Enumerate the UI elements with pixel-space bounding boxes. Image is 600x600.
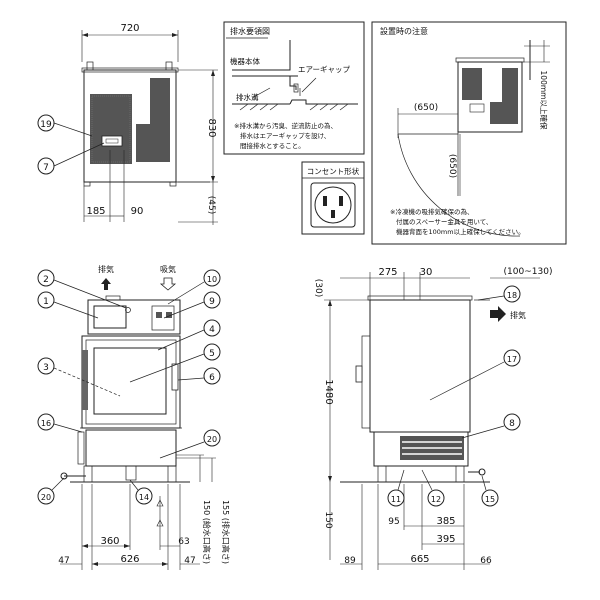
- side-dim-275: 275: [378, 267, 397, 278]
- side-dim-665: 665: [410, 554, 429, 565]
- top-left-offset-dim: 185: [86, 206, 105, 217]
- callout-20: 20: [207, 435, 217, 444]
- side-dim-spacer: (100~130): [504, 267, 553, 277]
- callout-7: 7: [43, 163, 49, 173]
- top-depth-dim: 830: [206, 118, 217, 137]
- install-dist-v: (650): [447, 154, 457, 178]
- side-dim-395: 395: [436, 534, 455, 545]
- side-callouts: 18 17 8 11 12 15: [387, 285, 521, 507]
- callout-18: 18: [507, 291, 517, 300]
- callout-5: 5: [209, 349, 215, 359]
- callout-15: 15: [485, 495, 495, 504]
- callout-13: 14: [139, 493, 149, 502]
- drain-note-1: ※排水溝から汚臭、逆流防止の為、: [234, 121, 337, 130]
- callout-10: 10: [207, 275, 217, 284]
- install-note-3: 機器背面を100mm以上確保してください。: [396, 227, 525, 236]
- install-note-1: ※冷凍機の吸排気確保の為、: [390, 207, 473, 216]
- callout-14: 16: [41, 419, 51, 428]
- top-view-body: [83, 69, 177, 183]
- drain-box-title: 排水要領図: [230, 26, 270, 36]
- airgap-label: エアーギャップ: [298, 65, 351, 74]
- drain-ditch-label: 排水溝: [236, 92, 259, 102]
- outlet-icon: [314, 186, 352, 224]
- callout-11: 11: [391, 495, 401, 504]
- top-view: 720 830 (45) 185 90: [37, 23, 218, 225]
- top-grille-left: [90, 94, 132, 164]
- install-dist-h: (650): [414, 103, 438, 113]
- install-clearance-label: 100mm以上確保: [539, 71, 549, 130]
- side-dim-89: 89: [344, 556, 356, 566]
- top-width-dim: 720: [120, 23, 139, 34]
- front-supply-height: 150 (給水口高さ): [202, 500, 212, 564]
- callout-3: 3: [43, 363, 49, 373]
- exhaust-arrow-icon: [101, 278, 111, 290]
- front-drain-height: 155 (排水口高さ): [221, 500, 231, 564]
- drain-unit-label: 機器本体: [230, 56, 260, 66]
- callout-16: 20: [41, 493, 51, 502]
- callout-19: 19: [40, 120, 52, 130]
- front-dim-63: 63: [178, 537, 189, 547]
- side-dim-66: 66: [480, 556, 492, 566]
- callout-6: 6: [209, 373, 215, 383]
- front-intake-label: 吸気: [160, 264, 176, 274]
- side-exhaust-arrow-icon: [490, 306, 506, 322]
- callout-9: 9: [209, 297, 215, 307]
- side-leg-height-dim: 150: [323, 511, 333, 528]
- side-dim-30: 30: [420, 267, 433, 278]
- front-exhaust-label: 排気: [98, 264, 114, 274]
- outlet-box-title: コンセント形状: [307, 166, 360, 176]
- install-notes-box: 設置時の注意 100mm以上確保 (650) (650) ※冷凍機の吸排気確保の…: [371, 21, 567, 245]
- side-dim-385: 385: [436, 516, 455, 527]
- callout-1: 1: [43, 297, 49, 307]
- callout-4: 4: [209, 325, 215, 335]
- front-callouts: 2 1 3 16 20 14 10 9 4 5 6 20: [37, 269, 221, 505]
- callout-2: 2: [43, 275, 49, 285]
- drain-method-box: 排水要領図 機器本体 エアーギャップ 排水溝 ※排水溝から汚臭、逆流防止の為、 …: [223, 21, 365, 155]
- top-depth-extra-dim: (45): [206, 196, 216, 214]
- top-grille-right: [136, 78, 170, 162]
- side-exhaust-label: 排気: [510, 310, 526, 320]
- side-dim-30-top: (30): [313, 279, 323, 297]
- callout-8: 8: [509, 419, 515, 429]
- callout-12: 12: [431, 495, 441, 504]
- drain-note-2: 排水はエアーギャップを設け、: [240, 131, 330, 140]
- front-view: 排気 吸気 150 (給水口高さ) 155 (排水口: [37, 264, 231, 570]
- side-height-dim: 1480: [323, 379, 334, 404]
- front-dim-width: 626: [120, 554, 139, 565]
- install-box-title: 設置時の注意: [380, 26, 428, 36]
- outlet-shape-box: コンセント形状: [301, 161, 365, 235]
- side-view: 275 30 (100~130) (30) 排気 1480: [313, 267, 552, 570]
- front-dim-360: 360: [100, 536, 119, 547]
- callout-17: 17: [507, 355, 517, 364]
- side-dim-95: 95: [388, 517, 399, 527]
- front-dim-left: 47: [58, 556, 69, 566]
- front-dim-right: 47: [184, 556, 195, 566]
- intake-arrow-icon: [159, 277, 177, 291]
- top-inner-offset-dim: 90: [131, 206, 144, 217]
- install-note-2: 付属のスペーサー金具を用いて、: [396, 217, 492, 226]
- drain-note-3: 間接排水とすること。: [240, 141, 305, 150]
